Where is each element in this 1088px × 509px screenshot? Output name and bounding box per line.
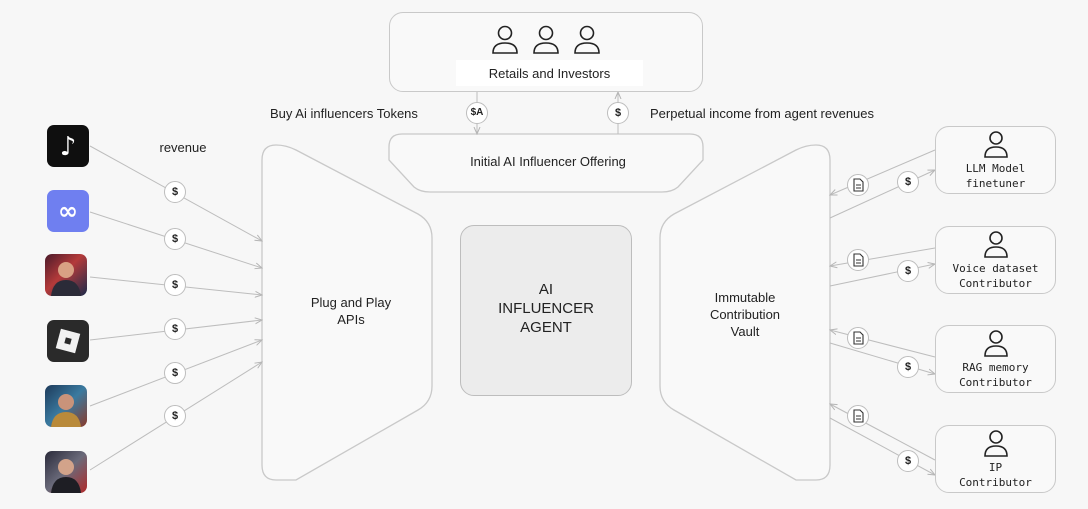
svg-text:♪: ♪ [60, 132, 77, 162]
influencer-avatar-1[interactable] [45, 254, 87, 296]
influencer-avatar-2[interactable] [45, 385, 87, 427]
investors-title-bg [456, 60, 643, 86]
contributor-label-llm: LLM Model finetuner [965, 162, 1026, 190]
contributor-box-voice [935, 226, 1056, 294]
token-coin: $A [466, 102, 488, 124]
contributor-box-rag [935, 325, 1056, 393]
user-icon [984, 131, 1008, 158]
revenue-label: revenue [159, 140, 207, 155]
investors-title: Retails and Investors [488, 66, 611, 81]
contributor-label-voice: Voice dataset Contributor [952, 262, 1039, 290]
contributor-label-rag: RAG memory Contributor [959, 361, 1032, 389]
contributor-box-ip [935, 425, 1056, 493]
contributor-box-llm [935, 126, 1056, 194]
offering-label: Initial AI Influencer Offering [470, 154, 626, 169]
roblox-icon[interactable] [47, 320, 89, 362]
income-coin: $ [607, 102, 629, 124]
contributor-coin: $ [897, 356, 919, 378]
user-icon [984, 430, 1008, 457]
revenue-coin: $ [164, 274, 186, 296]
svg-text:∞: ∞ [58, 197, 78, 225]
document-icon [847, 405, 869, 427]
contributor-coin: $ [897, 171, 919, 193]
income-label: Perpetual income from agent revenues [650, 106, 875, 121]
offering-shape [388, 133, 704, 193]
revenue-coin: $ [164, 228, 186, 250]
revenue-coin: $ [164, 405, 186, 427]
user-icon [984, 330, 1008, 357]
tiktok-icon[interactable]: ♪ [47, 125, 89, 167]
ai-influencer-agent-box [460, 225, 632, 396]
influencer-avatar-3[interactable] [45, 451, 87, 493]
document-icon [847, 174, 869, 196]
user-icon [984, 231, 1008, 258]
revenue-coin: $ [164, 362, 186, 384]
vault-label: Immutable Contribution Vault [709, 290, 781, 339]
buy-tokens-label: Buy Ai influencers Tokens [270, 106, 418, 121]
revenue-coin: $ [164, 318, 186, 340]
plug-play-label: Plug and Play APIs [310, 295, 392, 327]
vault-shape [659, 144, 831, 481]
contributor-coin: $ [897, 260, 919, 282]
ai-influencer-agent-label: AI INFLUENCER AGENT [498, 281, 594, 336]
contributor-coin: $ [897, 450, 919, 472]
investor-icons [492, 25, 600, 54]
document-icon [847, 327, 869, 349]
document-icon [847, 249, 869, 271]
plug-and-play-shape [261, 144, 433, 481]
revenue-coin: $ [164, 181, 186, 203]
contributor-label-ip: IP Contributor [959, 461, 1032, 489]
infinity-icon[interactable]: ∞ [47, 190, 89, 232]
